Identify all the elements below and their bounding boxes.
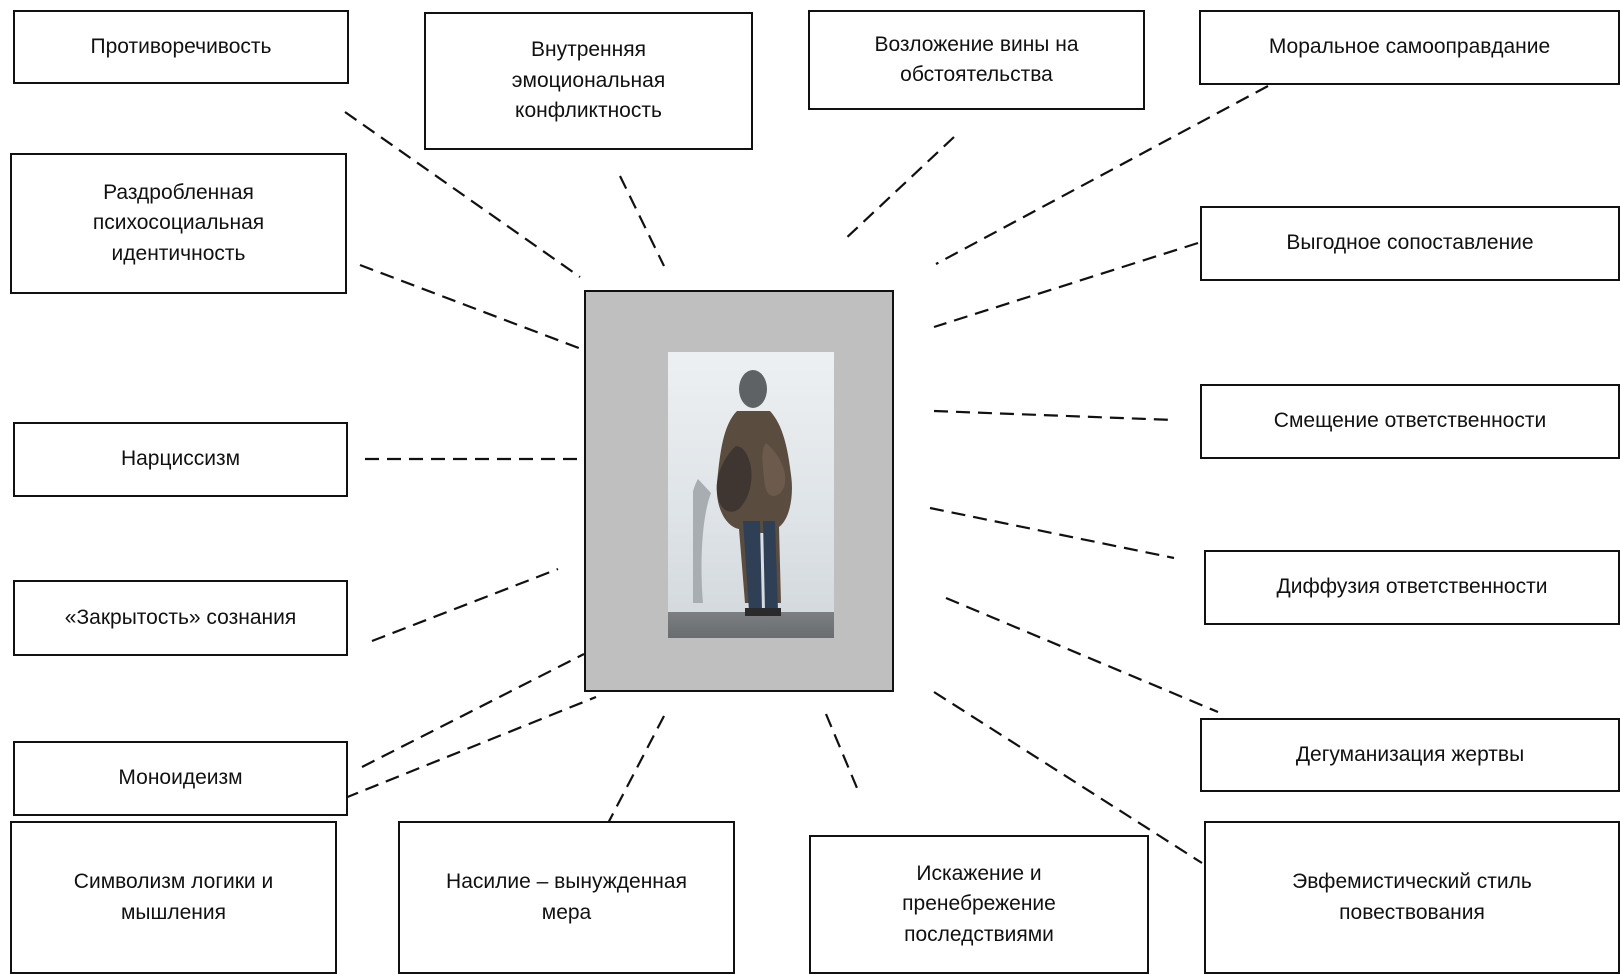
- node-vygodnoe-sopostavlenie-label: Выгодное сопоставление: [1286, 231, 1534, 255]
- node-monoideizm: Моноидеизм: [13, 741, 348, 816]
- node-simvolizm-logiki: Символизм логики и мышления: [10, 821, 337, 974]
- node-nasilie-vynuzhdennaya-mera-label: Насилие – вынужденная мера: [446, 870, 687, 924]
- connector-simvolizm-logiki: [344, 695, 597, 800]
- connector-deg-zhertvy: [945, 596, 1219, 714]
- connector-razdroblennaya-identichnost: [359, 263, 585, 352]
- statue-man-with-dog-icon: [693, 370, 792, 616]
- center-image-frame: [584, 290, 894, 692]
- node-vnutrennyaya-konfliktnost-label: Внутренняя эмоциональная конфликтность: [511, 38, 666, 123]
- node-smeshchenie-otvetstvennosti: Смещение ответственности: [1200, 384, 1620, 459]
- connector-diffuziya-otvetstvennosti: [929, 506, 1175, 560]
- node-nartsissizm-label: Нарциссизм: [120, 447, 241, 471]
- node-evfemisticheskiy-stil-label: Эвфемистический стиль повествования: [1292, 870, 1532, 924]
- node-degumanizatsiya-zhertvy: Дегуманизация жертвы: [1200, 718, 1620, 792]
- node-moralnoe-samoopravdanie-label: Моральное самооправдание: [1268, 35, 1551, 59]
- connector-zakrytost-soznaniya: [371, 567, 559, 643]
- node-iskazhenie-posledstviy: Искажение и пренебрежение последствиями: [809, 835, 1149, 974]
- node-razdroblennaya-identichnost: Раздробленная психосоциальная идентичнос…: [10, 153, 347, 294]
- node-vozlozhenie-viny-label: Возложение вины на обстоятельства: [874, 32, 1079, 86]
- node-iskazhenie-posledstviy-label: Искажение и пренебрежение последствиями: [902, 861, 1056, 946]
- connector-smeshchenie-otvetstvennosti: [933, 409, 1175, 422]
- node-evfemisticheskiy-stil: Эвфемистический стиль повествования: [1204, 821, 1620, 974]
- connector-vygodnoe-sopostavlenie: [933, 241, 1199, 329]
- node-vozlozhenie-viny: Возложение вины на обстоятельства: [808, 10, 1145, 110]
- connector-vozlozhenie-viny: [841, 136, 955, 243]
- node-protivorechivost: Противоречивость: [13, 10, 349, 84]
- connector-vnutrennyaya-konfliktnost: [619, 175, 665, 267]
- connector-monoideizm: [361, 653, 585, 768]
- node-moralnoe-samoopravdanie: Моральное самооправдание: [1199, 10, 1620, 85]
- node-smeshchenie-otvetstvennosti-label: Смещение ответственности: [1273, 409, 1547, 433]
- node-nasilie-vynuzhdennaya-mera: Насилие – вынужденная мера: [398, 821, 735, 974]
- node-diffuziya-otvetstvennosti-label: Диффузия ответственности: [1276, 575, 1548, 599]
- node-monoideizm-label: Моноидеизм: [118, 766, 243, 790]
- connector-iskazhenie-posledstviy: [824, 713, 859, 789]
- node-razdroblennaya-identichnost-label: Раздробленная психосоциальная идентичнос…: [92, 180, 265, 265]
- node-simvolizm-logiki-label: Символизм логики и мышления: [73, 870, 274, 924]
- node-vnutrennyaya-konfliktnost: Внутренняя эмоциональная конфликтность: [424, 12, 753, 150]
- statue-photo: [668, 352, 834, 638]
- node-degumanizatsiya-zhertvy-label: Дегуманизация жертвы: [1295, 742, 1525, 766]
- node-diffuziya-otvetstvennosti: Диффузия ответственности: [1204, 550, 1620, 625]
- node-vygodnoe-sopostavlenie: Выгодное сопоставление: [1200, 206, 1620, 281]
- node-nartsissizm: Нарциссизм: [13, 422, 348, 497]
- node-zakrytost-soznaniya: «Закрытость» сознания: [13, 580, 348, 656]
- node-protivorechivost-label: Противоречивость: [90, 34, 272, 58]
- photo-floor: [668, 612, 834, 638]
- node-zakrytost-soznaniya-label: «Закрытость» сознания: [64, 605, 297, 629]
